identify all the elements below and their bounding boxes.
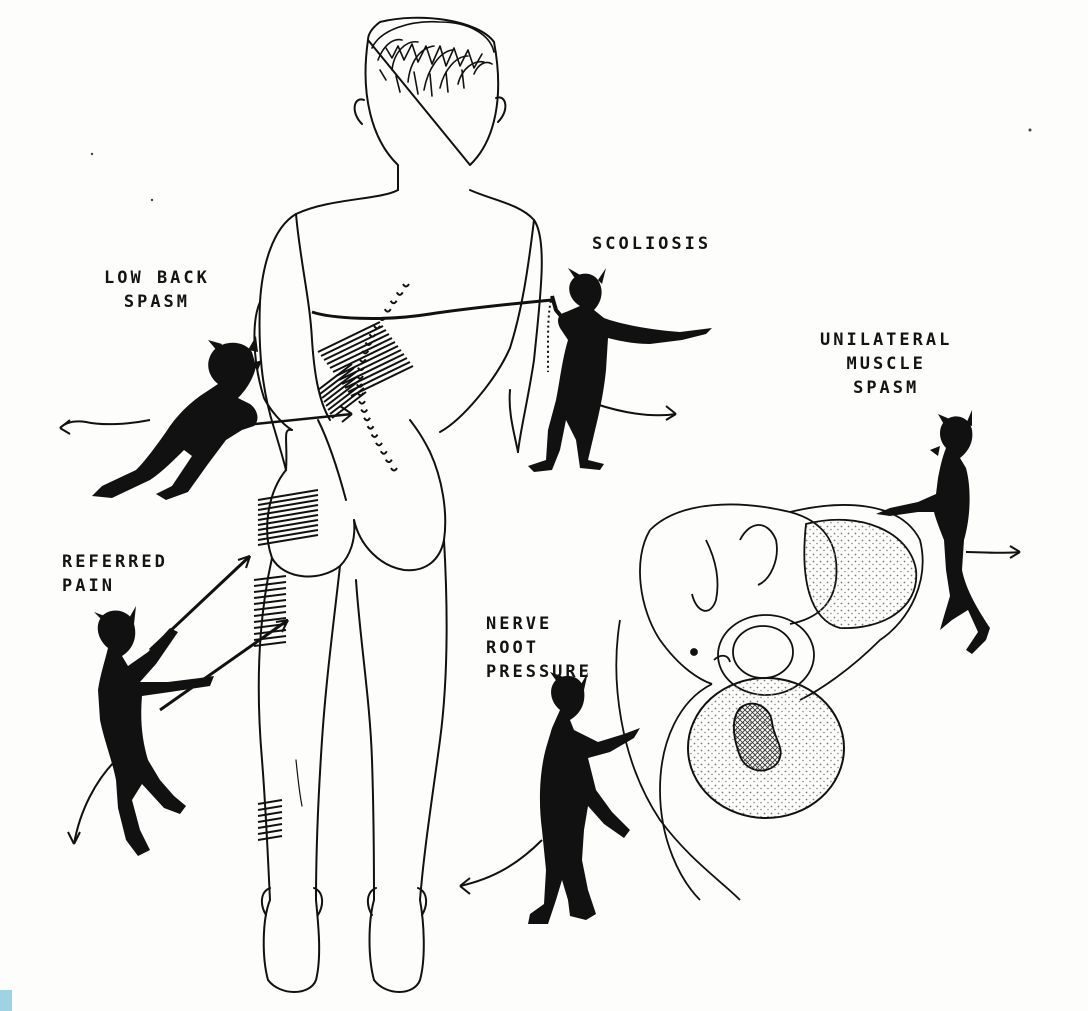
hatch-stroke: [254, 588, 286, 592]
hatch-stroke: [258, 800, 282, 804]
label-low-back-spasm: LOW BACK SPASM: [104, 266, 210, 314]
hatch-stroke: [258, 836, 282, 840]
hatch-stroke: [254, 600, 286, 604]
hatch-stroke: [254, 612, 286, 616]
spine-curve: [357, 284, 409, 471]
label-line: SPASM: [820, 376, 952, 400]
label-nerve-root-pressure: NERVE ROOT PRESSURE: [486, 612, 592, 684]
spine-dot: [403, 284, 409, 287]
label-line: SCOLIOSIS: [592, 232, 711, 256]
left-foot: [264, 900, 319, 992]
devil-scoliosis: [528, 268, 712, 472]
devil-unilateral-muscle-spasm: [876, 410, 1020, 654]
spine-dot: [385, 309, 391, 312]
hatch-stroke: [254, 576, 286, 580]
spine-dot: [364, 418, 370, 421]
devil-nerve-root-pressure: [460, 672, 640, 924]
spinal-disc: [688, 678, 844, 818]
pain-hatching: [254, 322, 413, 840]
devil-referred-pain: [68, 556, 288, 856]
hatch-stroke: [254, 594, 286, 598]
spine-dot: [391, 468, 397, 471]
paper-specks: [91, 129, 1032, 202]
hatch-stroke: [258, 495, 318, 505]
hatch-stroke: [258, 510, 318, 520]
hatch-stroke: [258, 824, 282, 828]
label-scoliosis: SCOLIOSIS: [592, 232, 711, 256]
hatch-stroke: [258, 818, 282, 822]
scoliosis-cord: [312, 300, 552, 318]
label-line: LOW BACK: [104, 266, 210, 290]
spine-dot: [376, 443, 382, 446]
spine-dot: [397, 292, 403, 295]
spine-dot: [368, 426, 374, 429]
label-referred-pain: REFERRED PAIN: [62, 550, 168, 598]
torso-outline: [260, 190, 398, 470]
label-line: MUSCLE: [820, 352, 952, 376]
hatch-stroke: [258, 490, 318, 500]
hatch-stroke: [258, 830, 282, 834]
head-outline: [366, 18, 499, 190]
hatch-stroke: [258, 500, 318, 510]
right-leg-outline: [356, 580, 374, 900]
spine-dot: [359, 401, 365, 404]
hatch-stroke: [254, 606, 286, 610]
hatch-stroke: [254, 582, 286, 586]
label-line: PRESSURE: [486, 660, 592, 684]
spine-dot: [381, 451, 387, 454]
hatch-stroke: [258, 505, 318, 515]
label-line: REFERRED: [62, 550, 168, 574]
hatch-stroke: [258, 806, 282, 810]
spine-dot: [391, 301, 397, 304]
label-line: UNILATERAL: [820, 328, 952, 352]
label-unilateral-muscle-spasm: UNILATERAL MUSCLE SPASM: [820, 328, 952, 400]
label-line: NERVE: [486, 612, 592, 636]
hair: [372, 22, 494, 96]
human-figure-back-view: [254, 18, 541, 992]
hatch-stroke: [254, 642, 286, 646]
right-foot: [370, 900, 424, 992]
hatch-stroke: [258, 812, 282, 816]
devil-low-back-spasm: [60, 336, 352, 500]
spine-dot: [361, 409, 367, 412]
label-line: PAIN: [62, 574, 168, 598]
spine-dot: [372, 435, 378, 438]
label-line: SPASM: [104, 290, 210, 314]
spine-dot: [386, 460, 392, 463]
label-line: ROOT: [486, 636, 592, 660]
